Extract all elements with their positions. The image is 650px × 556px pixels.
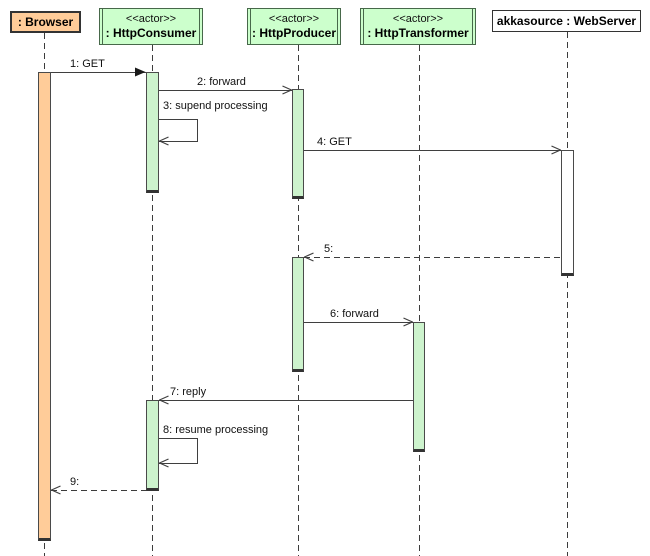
lifeline-webserver [567, 32, 568, 556]
message-4-label: 4: GET [317, 136, 352, 148]
message-9-line [51, 490, 146, 491]
open-arrowhead-icon [51, 485, 61, 495]
participant-stereotype-httpproducer: <<actor>> [268, 13, 320, 25]
message-3-loop-right [197, 119, 198, 142]
message-8-label: 8: resume processing [163, 424, 269, 436]
message-8-loop-right [197, 438, 198, 463]
participant-box-httptransformer: <<actor>> : HttpTransformer [360, 8, 476, 45]
participant-name-browser: : Browser [17, 15, 74, 29]
message-1-label: 1: GET [70, 58, 105, 70]
filled-arrowhead-icon [135, 67, 146, 77]
participant-box-httpconsumer: <<actor>> : HttpConsumer [99, 8, 203, 45]
participant-name-httpconsumer: : HttpConsumer [105, 26, 197, 40]
message-7-line [159, 400, 413, 401]
participant-box-webserver: akkasource : WebServer [492, 10, 641, 32]
message-8-loop-top [159, 438, 198, 439]
open-arrowhead-icon [403, 317, 413, 327]
activation-bar-httpconsumer-2 [146, 400, 159, 491]
participant-box-browser: : Browser [10, 11, 81, 33]
message-3-label: 3: supend processing [163, 100, 268, 112]
participant-name-httptransformer: : HttpTransformer [367, 26, 469, 40]
lifeline-httpconsumer [152, 45, 153, 556]
activation-bar-browser [38, 72, 51, 541]
message-1-line [51, 72, 146, 73]
message-5-line [304, 257, 561, 258]
message-6-label: 6: forward [330, 308, 379, 320]
open-arrowhead-icon [551, 145, 561, 155]
message-7-label: 7: reply [170, 386, 207, 398]
message-2-line [159, 90, 292, 91]
activation-bar-httpproducer-2 [292, 257, 304, 372]
activation-bar-httpproducer-1 [292, 89, 304, 199]
participant-box-httpproducer: <<actor>> : HttpProducer [247, 8, 341, 45]
participant-name-httpproducer: : HttpProducer [252, 26, 336, 40]
open-arrowhead-icon [159, 395, 169, 405]
open-arrowhead-icon [159, 136, 169, 146]
message-8-loop-bottom [159, 463, 198, 464]
message-9-label: 9: [70, 476, 80, 488]
message-5-label: 5: [324, 243, 334, 255]
message-3-loop-bottom [159, 141, 198, 142]
open-arrowhead-icon [159, 458, 169, 468]
open-arrowhead-icon [282, 85, 292, 95]
message-4-line [304, 150, 561, 151]
open-arrowhead-icon [304, 252, 314, 262]
message-2-label: 2: forward [197, 76, 246, 88]
activation-bar-webserver [561, 150, 574, 276]
participant-name-webserver: akkasource : WebServer [496, 14, 637, 28]
message-3-loop-top [159, 119, 198, 120]
lifeline-httptransformer [419, 45, 420, 556]
activation-bar-httpconsumer-1 [146, 72, 159, 193]
message-6-line [304, 322, 413, 323]
participant-stereotype-httpconsumer: <<actor>> [125, 13, 177, 25]
activation-bar-httptransformer [413, 322, 425, 452]
participant-stereotype-httptransformer: <<actor>> [392, 13, 444, 25]
